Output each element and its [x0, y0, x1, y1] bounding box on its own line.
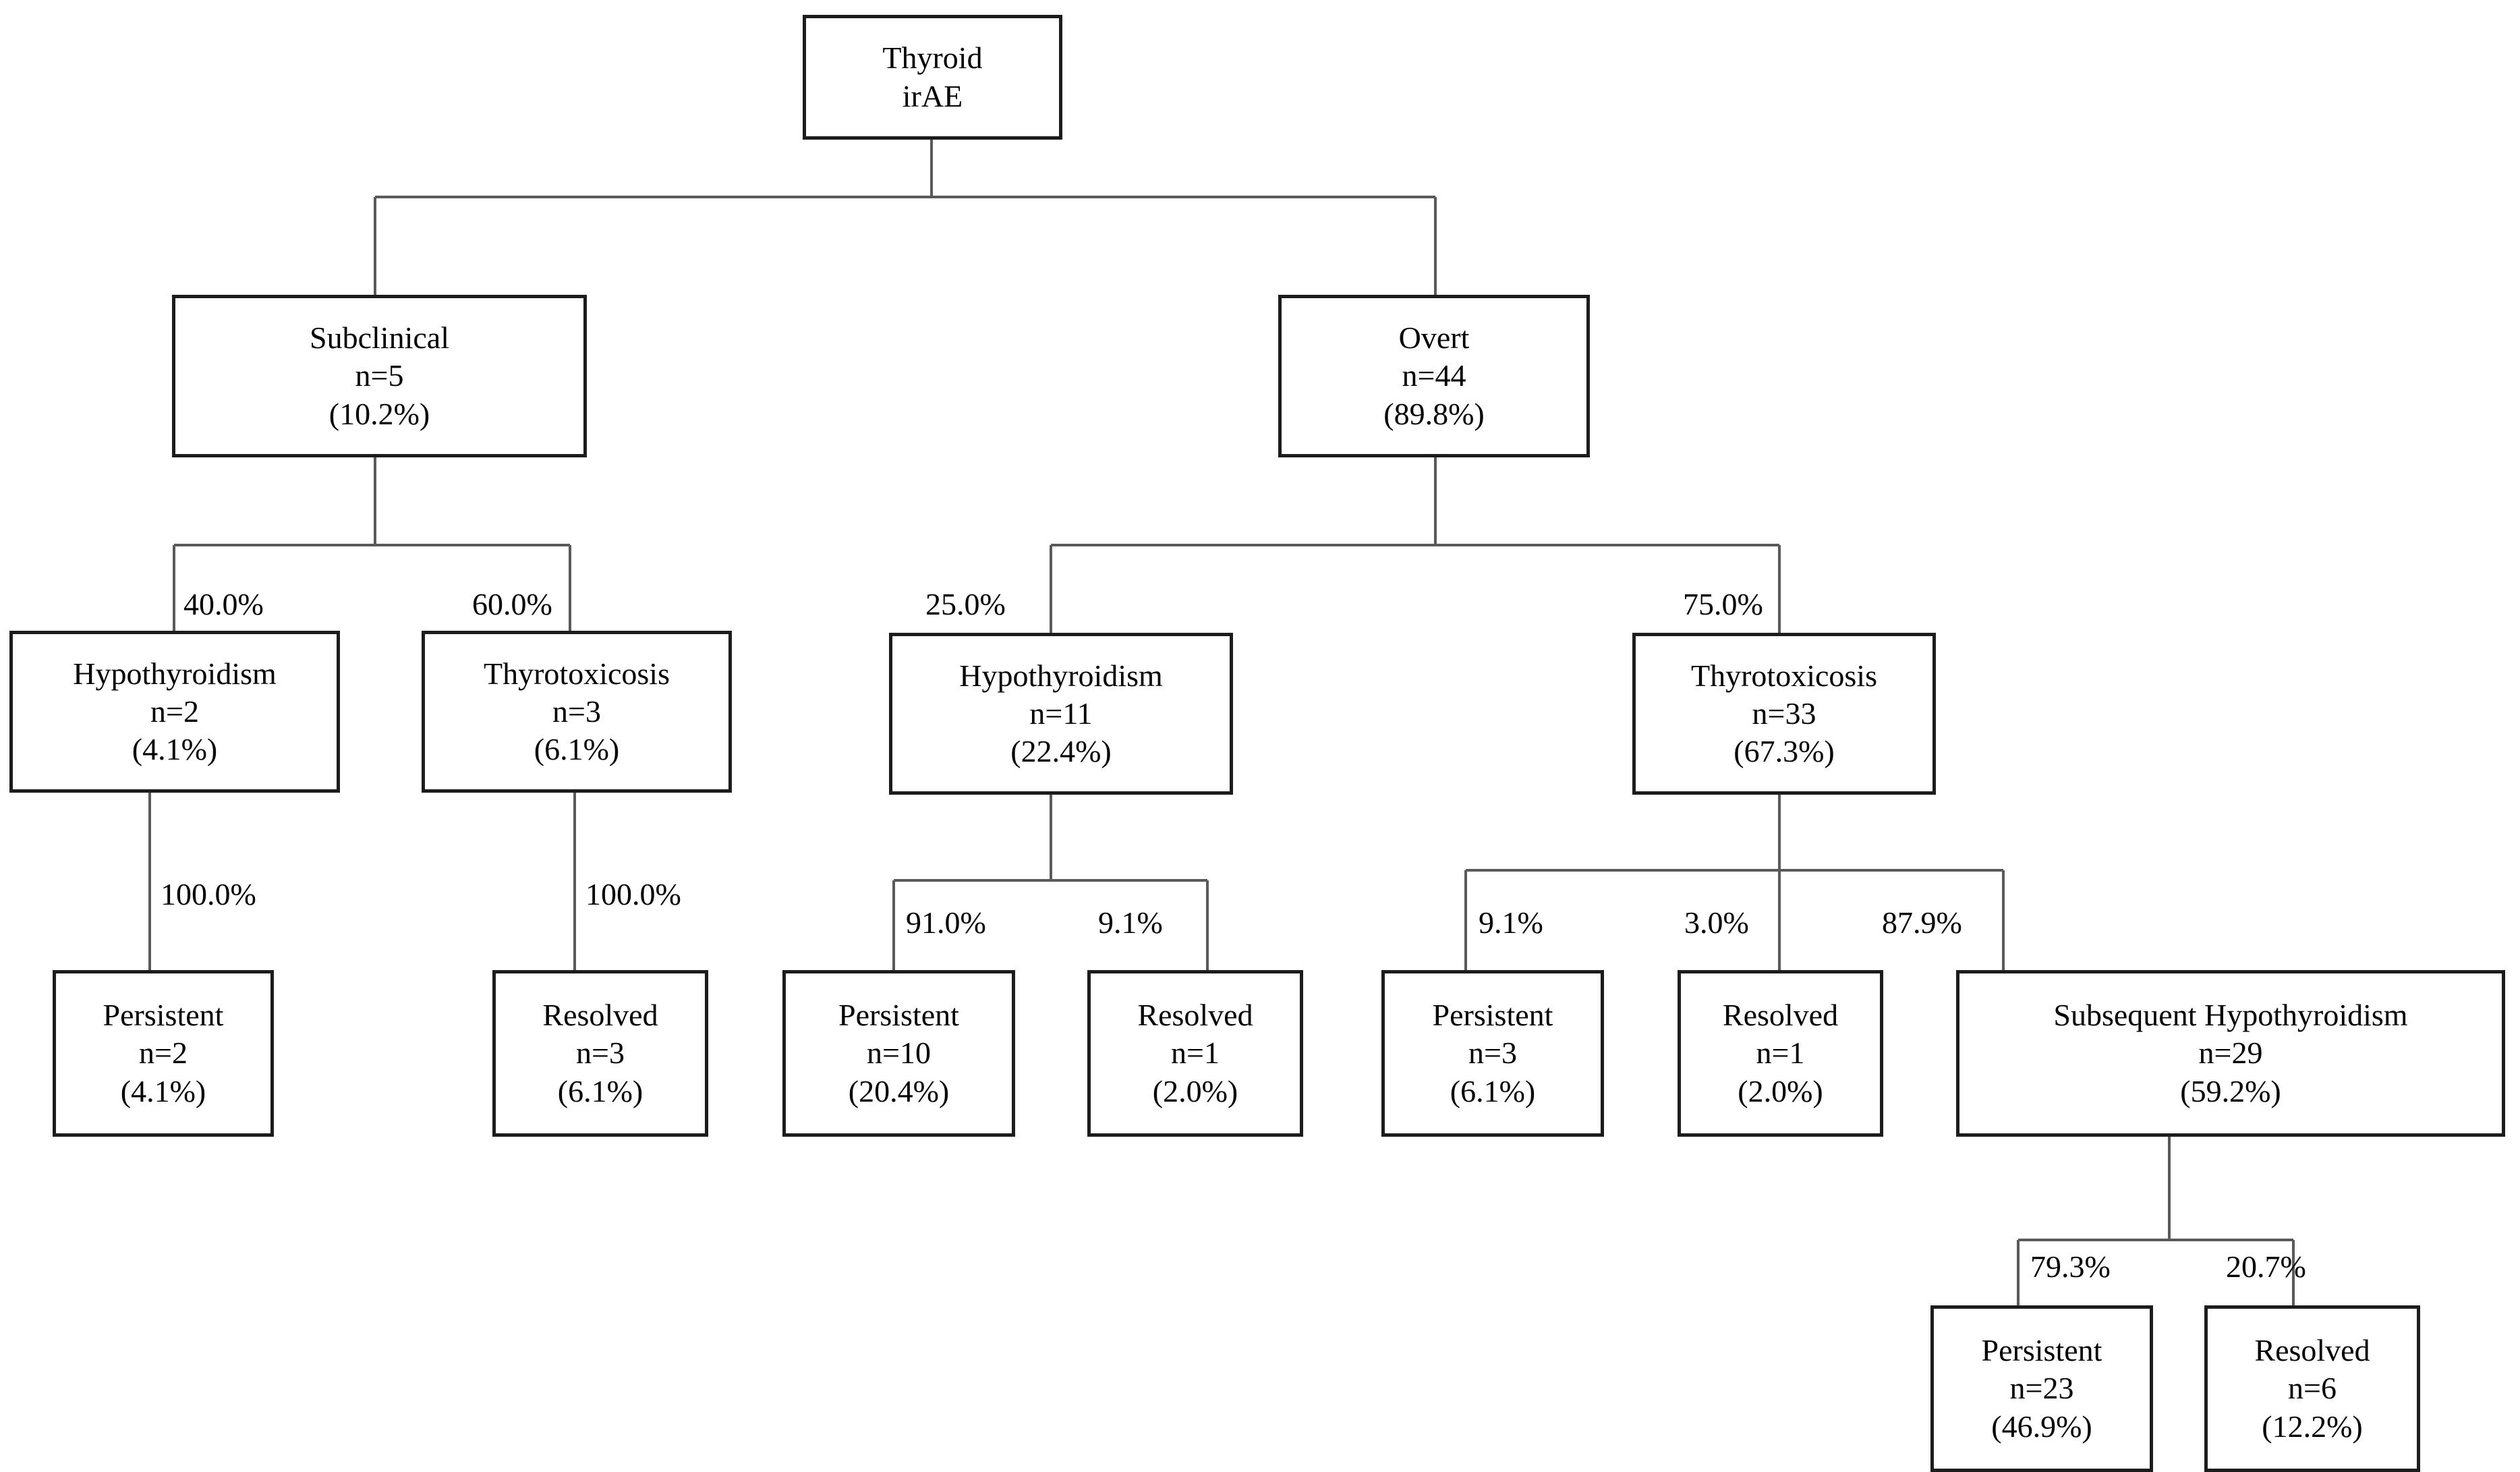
node-subclinical-thyro-resolved[interactable]: Resolved n=3 (6.1%) [492, 970, 708, 1137]
edge-label-subclinical-hypothyroidism: 40.0% [183, 587, 264, 621]
edge-label-overt-thyro-resolved: 3.0% [1684, 905, 1749, 940]
node-count: n=10 [867, 1036, 931, 1071]
node-label: Thyroid [882, 40, 983, 76]
node-count: n=3 [552, 693, 601, 729]
edge-label-subsequent-persistent: 79.3% [2030, 1249, 2111, 1284]
node-subclinical-thyrotoxicosis[interactable]: Thyrotoxicosis n=3 (6.1%) [422, 631, 732, 793]
node-label: Overt [1398, 320, 1470, 356]
node-label: Resolved [1722, 998, 1839, 1033]
node-percent: (12.2%) [2262, 1409, 2363, 1444]
node-subclinical[interactable]: Subclinical n=5 (10.2%) [172, 295, 587, 457]
edge-label-subclinical-thyro-resolved: 100.0% [585, 877, 681, 911]
node-label: Resolved [1137, 998, 1253, 1033]
edge-label-subsequent-hypothyroidism: 87.9% [1882, 905, 1962, 940]
node-count: n=1 [1171, 1036, 1220, 1071]
edge-label-overt-hypothyroidism: 25.0% [925, 587, 1006, 621]
node-percent: (2.0%) [1152, 1073, 1238, 1108]
node-percent: (59.2%) [2180, 1073, 2281, 1108]
node-overt-hypo-resolved[interactable]: Resolved n=1 (2.0%) [1087, 970, 1303, 1137]
node-percent: (22.4%) [1010, 734, 1112, 769]
node-overt[interactable]: Overt n=44 (89.8%) [1278, 295, 1590, 457]
node-overt-thyro-persistent[interactable]: Persistent n=3 (6.1%) [1381, 970, 1604, 1137]
node-percent: (20.4%) [848, 1073, 950, 1108]
node-percent: (10.2%) [328, 396, 430, 431]
node-subsequent-resolved[interactable]: Resolved n=6 (12.2%) [2204, 1305, 2420, 1472]
node-count: n=1 [1756, 1036, 1805, 1071]
node-count: n=2 [150, 693, 199, 729]
node-label: Resolved [542, 998, 658, 1033]
node-overt-thyrotoxicosis[interactable]: Thyrotoxicosis n=33 (67.3%) [1632, 633, 1936, 795]
node-label: Persistent [838, 998, 959, 1033]
node-count: n=44 [1402, 358, 1466, 393]
node-label: Persistent [103, 998, 224, 1033]
node-percent: (6.1%) [1450, 1073, 1536, 1108]
node-percent: (4.1%) [132, 732, 218, 767]
node-thyroid-irae[interactable]: Thyroid irAE [803, 15, 1062, 140]
node-label: Persistent [1432, 998, 1553, 1033]
node-percent: (2.0%) [1738, 1073, 1823, 1108]
node-overt-thyro-resolved[interactable]: Resolved n=1 (2.0%) [1678, 970, 1883, 1137]
node-percent: (67.3%) [1734, 734, 1835, 769]
node-label: Thyrotoxicosis [484, 656, 670, 691]
node-sublabel: irAE [902, 78, 963, 113]
edge-label-subsequent-resolved: 20.7% [2226, 1249, 2306, 1284]
node-count: n=2 [139, 1036, 188, 1071]
edge-label-overt-hypo-persistent: 91.0% [906, 905, 986, 940]
edge-label-overt-thyrotoxicosis: 75.0% [1683, 587, 1763, 621]
node-count: n=33 [1752, 696, 1816, 731]
edge-label-overt-hypo-resolved: 9.1% [1098, 905, 1163, 940]
node-label: Hypothyroidism [73, 656, 277, 691]
edge-label-subclinical-hypo-persistent: 100.0% [161, 877, 256, 911]
node-label: Thyrotoxicosis [1691, 658, 1877, 693]
node-count: n=11 [1029, 696, 1093, 731]
node-count: n=5 [355, 358, 404, 393]
node-count: n=29 [2198, 1036, 2263, 1071]
node-percent: (6.1%) [557, 1073, 643, 1108]
node-overt-hypo-persistent[interactable]: Persistent n=10 (20.4%) [782, 970, 1015, 1137]
node-label: Persistent [1981, 1333, 2102, 1368]
node-overt-hypothyroidism[interactable]: Hypothyroidism n=11 (22.4%) [889, 633, 1233, 795]
node-subclinical-hypothyroidism[interactable]: Hypothyroidism n=2 (4.1%) [9, 631, 340, 793]
node-subsequent-hypothyroidism[interactable]: Subsequent Hypothyroidism n=29 (59.2%) [1956, 970, 2505, 1137]
node-count: n=23 [2009, 1371, 2074, 1406]
node-percent: (4.1%) [120, 1073, 206, 1108]
node-label: Subclinical [310, 320, 449, 356]
edge-label-subclinical-thyrotoxicosis: 60.0% [472, 587, 552, 621]
edge-label-overt-thyro-persistent: 9.1% [1479, 905, 1543, 940]
node-label: Resolved [2254, 1333, 2370, 1368]
node-label: Hypothyroidism [959, 658, 1163, 693]
node-count: n=6 [2288, 1371, 2337, 1406]
node-percent: (89.8%) [1383, 396, 1485, 431]
node-count: n=3 [1468, 1036, 1517, 1071]
node-count: n=3 [576, 1036, 625, 1071]
node-percent: (46.9%) [1991, 1409, 2092, 1444]
node-percent: (6.1%) [534, 732, 620, 767]
node-label: Subsequent Hypothyroidism [2053, 998, 2408, 1033]
node-subclinical-hypo-persistent[interactable]: Persistent n=2 (4.1%) [53, 970, 274, 1137]
node-subsequent-persistent[interactable]: Persistent n=23 (46.9%) [1930, 1305, 2153, 1472]
